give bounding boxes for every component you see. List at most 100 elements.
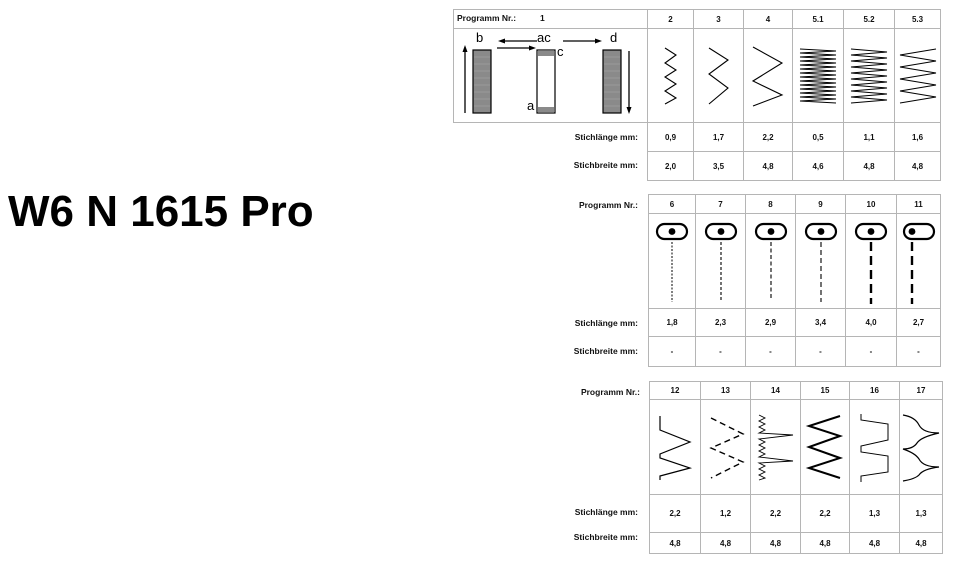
width-8: - (745, 336, 796, 367)
width-5-1: 4,6 (792, 151, 844, 181)
width-7: - (695, 336, 746, 367)
satin-medium-icon (850, 48, 888, 103)
program-label: Programm Nr.: (580, 387, 640, 397)
stitch-cell-3 (693, 28, 744, 123)
zigzag-medium-icon (707, 47, 729, 104)
stitch-cell-14 (750, 399, 801, 495)
stitch-width-label: Stichbreite mm: (573, 160, 638, 170)
width-17: 4,8 (899, 532, 943, 554)
program-number-5-2: 5.2 (843, 9, 895, 29)
stitch-cell-5-2 (843, 28, 895, 123)
width-12: 4,8 (649, 532, 701, 554)
diagram-label-c: c (557, 44, 564, 59)
program-number-2: 2 (647, 9, 694, 29)
width-4: 4,8 (743, 151, 793, 181)
length-6: 1,8 (648, 308, 696, 337)
stitch-cell-12 (649, 399, 701, 495)
program-number-17: 17 (899, 381, 943, 400)
length-11: 2,7 (896, 308, 941, 337)
stitch-cell-10 (845, 213, 897, 309)
stitch-length-label: Stichlänge mm: (574, 132, 638, 142)
width-5-3: 4,8 (894, 151, 941, 181)
blind-hem-icon (659, 416, 693, 480)
stitch-cell-11 (896, 213, 941, 309)
program-number-3: 3 (693, 9, 744, 29)
length-8: 2,9 (745, 308, 796, 337)
zigzag-wide-icon (751, 46, 784, 107)
buttonhole-diagram-icon (462, 38, 632, 114)
length-15: 2,2 (800, 494, 850, 533)
straight-stitch-icon (704, 222, 737, 302)
shell-stitch-icon (860, 414, 888, 482)
stitch-cell-2 (647, 28, 694, 123)
stitch-width-label: Stichbreite mm: (573, 346, 638, 356)
straight-stitch-left-icon (902, 222, 935, 304)
triple-zigzag-icon (805, 415, 844, 479)
width-5-2: 4,8 (843, 151, 895, 181)
stitch-cell-4 (743, 28, 793, 123)
program-number-11: 11 (896, 194, 941, 214)
program-number-7: 7 (695, 194, 746, 214)
program-label: Programm Nr.: (457, 13, 517, 23)
program-number-16: 16 (849, 381, 900, 400)
length-5-1: 0,5 (792, 122, 844, 152)
width-15: 4,8 (800, 532, 850, 554)
stitch-cell-5-3 (894, 28, 941, 123)
stitch-cell-9 (795, 213, 846, 309)
program-number-5-3: 5.3 (894, 9, 941, 29)
program-number-8: 8 (745, 194, 796, 214)
length-14: 2,2 (750, 494, 801, 533)
width-10: - (845, 336, 897, 367)
satin-loose-icon (899, 48, 936, 103)
straight-stitch-long-icon (854, 222, 888, 304)
length-16: 1,3 (849, 494, 900, 533)
program-number-10: 10 (845, 194, 897, 214)
width-14: 4,8 (750, 532, 801, 554)
page-title: W6 N 1615 Pro (8, 187, 314, 236)
diagram-label-a: a (527, 98, 535, 113)
satin-dense-icon (799, 48, 837, 103)
stitch-cell-7 (695, 213, 746, 309)
program-label: Programm Nr.: (578, 200, 638, 210)
program-number-15: 15 (800, 381, 850, 400)
length-5-3: 1,6 (894, 122, 941, 152)
width-13: 4,8 (700, 532, 751, 554)
program-number-12: 12 (649, 381, 701, 400)
dashed-zigzag-icon (708, 417, 745, 479)
stretch-blind-hem-icon (756, 414, 793, 481)
width-3: 3,5 (693, 151, 744, 181)
straight-stitch-icon (655, 222, 689, 302)
stitch-cell-8 (745, 213, 796, 309)
width-2: 2,0 (647, 151, 694, 181)
stitch-cell-13 (700, 399, 751, 495)
stitch-cell-15 (800, 399, 850, 495)
stitch-cell-5-1 (792, 28, 844, 123)
diagram-label-ac: ac (537, 30, 551, 45)
length-10: 4,0 (845, 308, 897, 337)
straight-stitch-icon (804, 222, 837, 302)
diagram-label-d: d (610, 30, 618, 45)
stitch-cell-6 (648, 213, 696, 309)
program-number-9: 9 (795, 194, 846, 214)
stitch-width-label: Stichbreite mm: (573, 532, 638, 542)
length-2: 0,9 (647, 122, 694, 152)
length-9: 3,4 (795, 308, 846, 337)
length-17: 1,3 (899, 494, 943, 533)
length-5-2: 1,1 (843, 122, 895, 152)
program-number-5-1: 5.1 (792, 9, 844, 29)
stitch-length-label: Stichlänge mm: (574, 507, 638, 517)
program-number-14: 14 (750, 381, 801, 400)
program-number-1: 1 (540, 13, 545, 23)
length-12: 2,2 (649, 494, 701, 533)
stitch-length-label: Stichlänge mm: (574, 318, 638, 328)
zigzag-narrow-icon (663, 47, 677, 104)
stitch-cell-16 (849, 399, 900, 495)
length-3: 1,7 (693, 122, 744, 152)
width-11: - (896, 336, 941, 367)
program-number-4: 4 (743, 9, 793, 29)
program-number-6: 6 (648, 194, 696, 214)
length-7: 2,3 (695, 308, 746, 337)
width-16: 4,8 (849, 532, 900, 554)
scallop-stitch-icon (902, 414, 940, 482)
diagram-label-b: b (476, 30, 484, 45)
